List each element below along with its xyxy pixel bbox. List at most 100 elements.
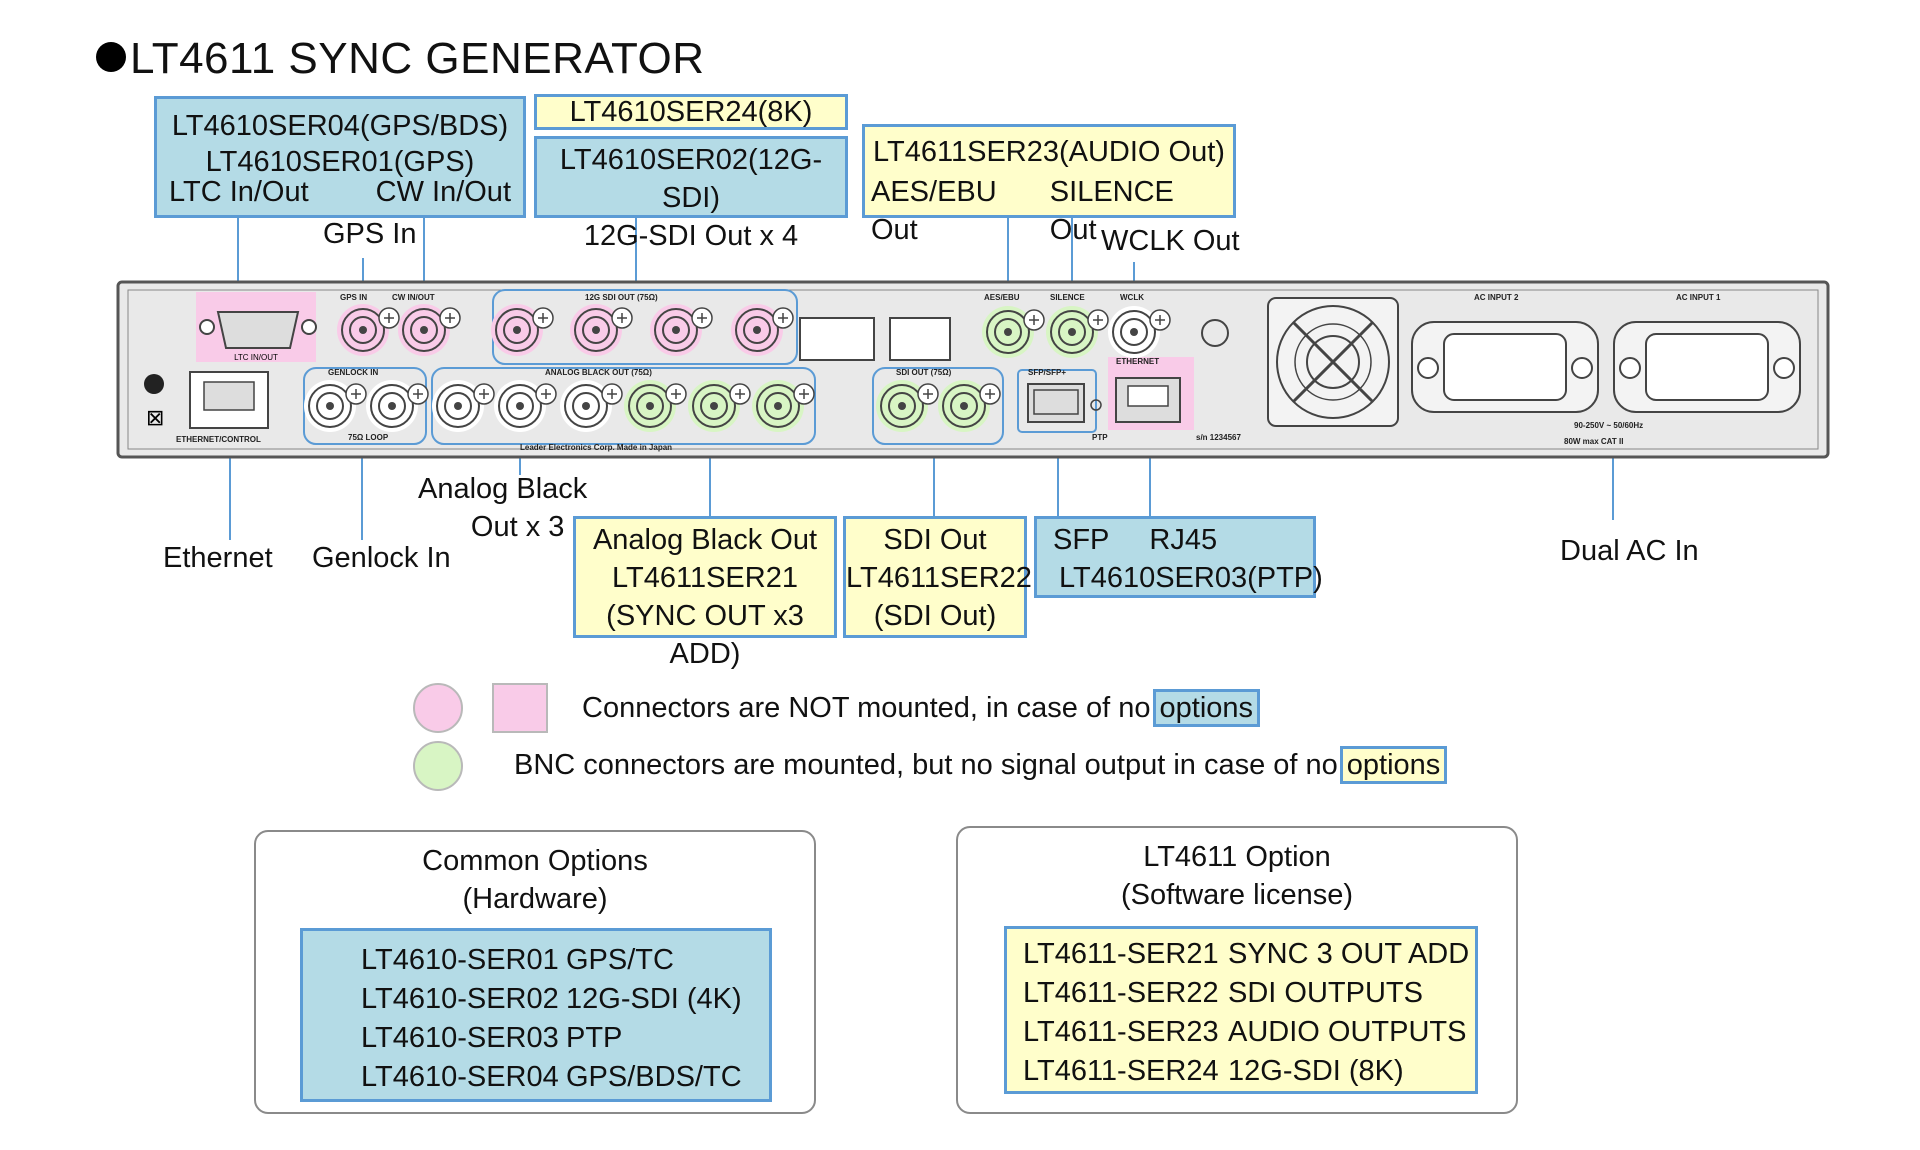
genlock-loop-bnc xyxy=(366,380,429,432)
power-panel-label: 90-250V ~ 50/60Hz xyxy=(1574,421,1643,430)
ser02-box: LT4610SER02(12G-SDI) 12G-SDI Out x 4 xyxy=(534,136,848,252)
ser22-line1: SDI Out xyxy=(883,524,987,556)
ac1-panel-label: AC INPUT 1 xyxy=(1676,293,1721,302)
legend-green-circle xyxy=(413,741,463,791)
sdi12g-out-3-bnc xyxy=(650,304,713,356)
legend-green-highlight: options xyxy=(1339,746,1448,784)
genlock-in-bnc xyxy=(304,380,367,432)
maker-panel-label: Leader Electronics Corp. Made in Japan xyxy=(520,443,672,452)
fan xyxy=(1267,297,1399,427)
legend-pink-highlight: options xyxy=(1152,689,1261,727)
option-desc: GPS/BDS/TC xyxy=(566,1061,742,1093)
page-title: LT4611 SYNC GENERATOR xyxy=(96,34,705,84)
option-code: LT4611-SER24 xyxy=(1023,1055,1219,1087)
silence-bnc xyxy=(1046,306,1109,358)
option-desc: 12G-SDI (4K) xyxy=(566,983,742,1015)
ser21-line1: Analog Black Out xyxy=(592,524,818,556)
sdi-out-1-bnc xyxy=(876,380,939,432)
weee-icon: ⊠ xyxy=(146,406,164,431)
option-desc: PTP xyxy=(566,1022,623,1054)
lt4611-option-panel: LT4611 Option (Software license) LT4611-… xyxy=(956,826,1518,1114)
cw-panel-label: CW IN/OUT xyxy=(392,293,435,302)
option-code: LT4611-SER22 xyxy=(1023,977,1219,1009)
ethctl-panel-label: ETHERNET/CONTROL xyxy=(176,435,261,444)
loop-panel-label: 75Ω LOOP xyxy=(348,433,389,442)
ac-input-2 xyxy=(1411,321,1599,413)
wclk-out-label: WCLK Out xyxy=(1101,225,1240,257)
legend-pink-circle xyxy=(413,683,463,733)
aes-ebu-out-label: AES/EBU Out xyxy=(871,176,997,246)
ser24-box: LT4610SER24(8K) xyxy=(534,94,848,130)
lt4611-option-title: LT4611 Option xyxy=(1143,841,1331,873)
option-code: LT4611-SER23 xyxy=(1023,1016,1219,1048)
legend-green-text: BNC connectors are mounted, but no signa… xyxy=(514,749,1338,781)
option-code: LT4610-SER01 xyxy=(361,944,559,976)
ac-input-1 xyxy=(1613,321,1801,413)
legend-pink-square xyxy=(492,683,548,733)
gps-panel-label: GPS IN xyxy=(340,293,367,302)
option-desc: AUDIO OUTPUTS xyxy=(1228,1016,1467,1048)
common-options-title: Common Options xyxy=(422,845,648,877)
rj45-label: RJ45 xyxy=(1149,524,1218,556)
sdi12g-out-1-bnc xyxy=(491,304,554,356)
ser22-line2: LT4611SER22 xyxy=(846,562,1032,594)
ltc-panel-label: LTC IN/OUT xyxy=(234,353,278,362)
ser02-line1: LT4610SER02(12G-SDI) xyxy=(559,144,823,214)
ethernet-label: Ethernet xyxy=(163,542,273,574)
analog-black-2-bnc xyxy=(494,380,557,432)
ser21-box: Analog Black Out LT4611SER21 (SYNC OUT x… xyxy=(573,516,837,670)
wclk-bnc xyxy=(1108,306,1171,358)
ser03-line2: LT4610SER03(PTP) xyxy=(1059,562,1323,594)
ser21-line2: LT4611SER21 xyxy=(612,562,798,594)
sdi12g-out-2-bnc xyxy=(570,304,633,356)
sdi-out-2-bnc xyxy=(938,380,1001,432)
wclk-panel-label: WCLK xyxy=(1120,293,1144,302)
sfp-panel-label: SFP/SFP+ xyxy=(1028,368,1066,377)
ltc-inout-label: LTC In/Out xyxy=(169,176,309,208)
analog-panel-label: ANALOG BLACK OUT (75Ω) xyxy=(545,368,652,377)
analog-black-4-bnc xyxy=(624,380,687,432)
ground-icon xyxy=(144,374,164,394)
analog-black-6-bnc xyxy=(752,380,815,432)
gps-in-label: GPS In xyxy=(323,218,417,250)
ac2-panel-label: AC INPUT 2 xyxy=(1474,293,1519,302)
legend-pink-row: Connectors are NOT mounted, in case of n… xyxy=(582,689,1261,727)
ser23-box: LT4611SER23(AUDIO Out) AES/EBU Out SILEN… xyxy=(862,124,1236,246)
serial-panel-label: s/n 1234567 xyxy=(1196,433,1241,442)
option-code: LT4610-SER04 xyxy=(361,1061,559,1093)
option-desc: SDI OUTPUTS xyxy=(1228,977,1423,1009)
gps-box-line1: LT4610SER04(GPS/BDS) xyxy=(171,110,509,142)
ser22-line3: (SDI Out) xyxy=(873,600,997,632)
silence-out-label: SILENCE Out xyxy=(1049,176,1174,246)
cw-inout-bnc xyxy=(398,304,461,356)
option-desc: 12G-SDI (8K) xyxy=(1228,1055,1404,1087)
genlock-panel-label: GENLOCK IN xyxy=(328,368,378,377)
title-text: LT4611 SYNC GENERATOR xyxy=(130,34,705,83)
blank-plate-2 xyxy=(889,317,951,361)
ptp-panel-label: PTP xyxy=(1092,433,1108,442)
analog-black-3-bnc xyxy=(560,380,623,432)
dual-ac-in-label: Dual AC In xyxy=(1560,535,1699,567)
lt4611-option-subtitle: (Software license) xyxy=(1120,879,1354,911)
analog-black-1-bnc xyxy=(432,380,495,432)
option-desc: SYNC 3 OUT ADD xyxy=(1228,938,1470,970)
legend-green-row: BNC connectors are mounted, but no signa… xyxy=(514,746,1448,784)
sdi12g-panel-label: 12G SDI OUT (75Ω) xyxy=(585,293,658,302)
sdi12g-out-4-bnc xyxy=(731,304,794,356)
ser23-line1: LT4611SER23(AUDIO Out) xyxy=(873,136,1225,168)
option-code: LT4610-SER02 xyxy=(361,983,559,1015)
common-options-subtitle: (Hardware) xyxy=(462,883,608,915)
bullet-icon xyxy=(96,42,126,72)
aes-panel-label: AES/EBU xyxy=(984,293,1020,302)
ser02-line2: 12G-SDI Out x 4 xyxy=(583,220,799,252)
genlock-in-label: Genlock In xyxy=(312,542,451,574)
